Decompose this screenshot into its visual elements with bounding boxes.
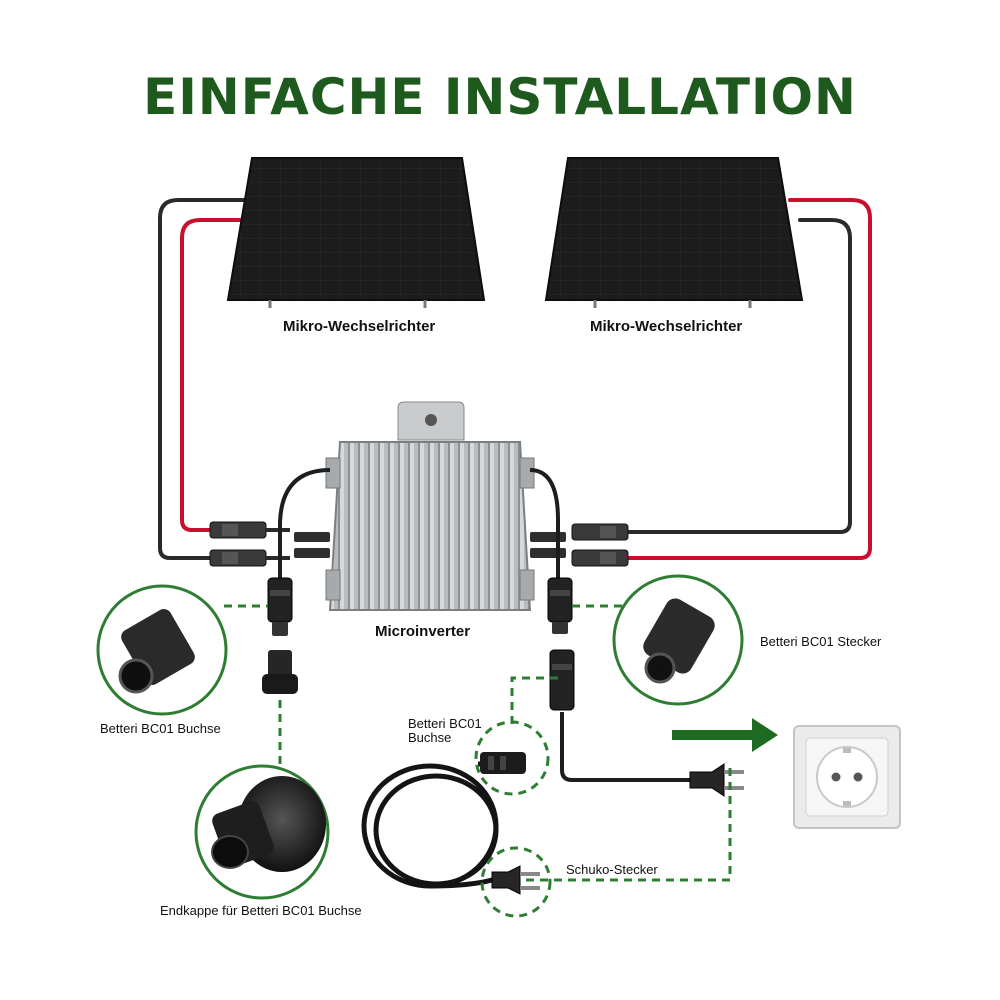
mc4-connectors-right [571, 523, 629, 567]
ac-output-cables [278, 468, 560, 580]
solar-panel-right [544, 157, 804, 308]
detail-bc01-buchse [96, 584, 228, 716]
page-title: EINFACHE INSTALLATION [143, 68, 857, 126]
schuko-plug-top [689, 763, 744, 797]
label-schuko: Schuko-Stecker [566, 862, 658, 877]
dashed-callout-lines [224, 604, 732, 918]
bc01-buchse-connector [267, 577, 293, 636]
label-bc01-buchse-cable-line1: Betteri BC01 [408, 716, 482, 731]
label-bc01-buchse-cable-line2: Buchse [408, 730, 452, 745]
coiled-cable [361, 761, 499, 889]
left-red-cable [180, 218, 242, 532]
label-panel-right: Mikro-Wechselrichter [590, 318, 743, 335]
left-black-cable [158, 198, 250, 560]
label-microinverter: Microinverter [375, 623, 471, 640]
end-cap-small [262, 650, 298, 694]
wall-socket-icon [793, 725, 901, 829]
solar-panel-left [226, 157, 486, 308]
label-panel-left: Mikro-Wechselrichter [283, 318, 436, 335]
bc01-buchse-cable-end [480, 752, 526, 774]
left-panel-cables [158, 198, 250, 560]
bc01-stecker-connector [547, 577, 573, 634]
label-end-cap: Endkappe für Betteri BC01 Buchse [160, 903, 362, 918]
right-black-cable [623, 218, 852, 534]
right-panel-cables [623, 198, 872, 560]
schuko-plug-bottom [491, 865, 540, 895]
label-bc01-stecker: Betteri BC01 Stecker [760, 634, 882, 649]
arrow-right-icon [672, 718, 778, 752]
mc4-connectors-left [209, 521, 290, 567]
bc01-cable-connector [549, 649, 690, 782]
detail-bc01-stecker [612, 574, 744, 706]
microinverter [294, 401, 566, 611]
detail-end-cap [194, 764, 330, 900]
label-bc01-buchse: Betteri BC01 Buchse [100, 721, 221, 736]
right-red-cable [623, 198, 872, 560]
